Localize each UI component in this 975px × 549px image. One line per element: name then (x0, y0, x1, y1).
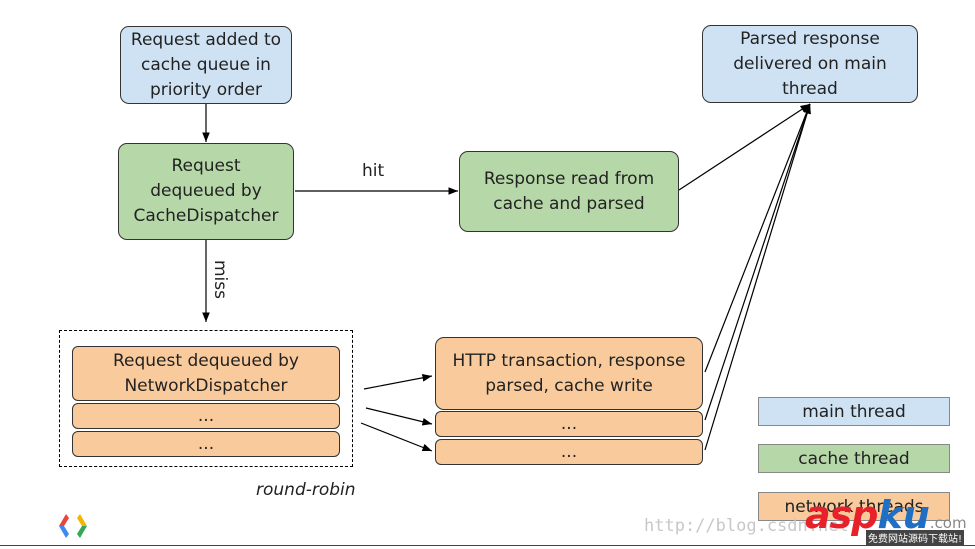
network-dots-2: ... (72, 431, 340, 457)
legend-main-thread: main thread (758, 397, 950, 426)
network-dequeue-node: Request dequeued by NetworkDispatcher (72, 346, 340, 401)
aspku-brand-suffix: .com (929, 514, 967, 532)
network-queue-group (59, 330, 353, 467)
aspku-brand-left: asp (805, 493, 878, 537)
hit-label: hit (362, 161, 385, 181)
aspku-brand-right: ku (877, 493, 930, 537)
miss-label: miss (210, 260, 230, 299)
request-added-node: Request added to cache queue in priority… (120, 26, 292, 104)
response-read-node: Response read from cache and parsed (459, 151, 679, 232)
arrow-rr-2 (365, 407, 433, 426)
arrow-rr-3 (360, 422, 433, 452)
cache-dequeue-node: Request dequeued by CacheDispatcher (118, 143, 294, 240)
bottom-rule (0, 545, 975, 546)
arrow-http-to-main (704, 103, 811, 373)
aspku-watermark: aspku.com (805, 493, 967, 537)
network-dots-1: ... (72, 403, 340, 429)
round-robin-label: round-robin (256, 480, 356, 500)
http-dots-1: ... (435, 411, 703, 437)
google-developers-logo-icon (59, 514, 87, 538)
arrow-response-to-main (678, 103, 811, 191)
arrow-dots1-to-main (704, 103, 811, 421)
http-dots-2: ... (435, 439, 703, 465)
legend-cache-thread: cache thread (758, 444, 950, 473)
arrow-rr-1 (363, 374, 433, 390)
arrow-dots2-to-main (704, 103, 811, 451)
blog-url-watermark: http://blog.csdn.net (644, 516, 849, 536)
http-transaction-node: HTTP transaction, response parsed, cache… (435, 337, 703, 410)
aspku-subtitle: 免费网站源码下载站! (866, 530, 965, 545)
legend-network-threads: network threads (758, 492, 950, 521)
parsed-delivered-node: Parsed response delivered on main thread (702, 25, 918, 103)
